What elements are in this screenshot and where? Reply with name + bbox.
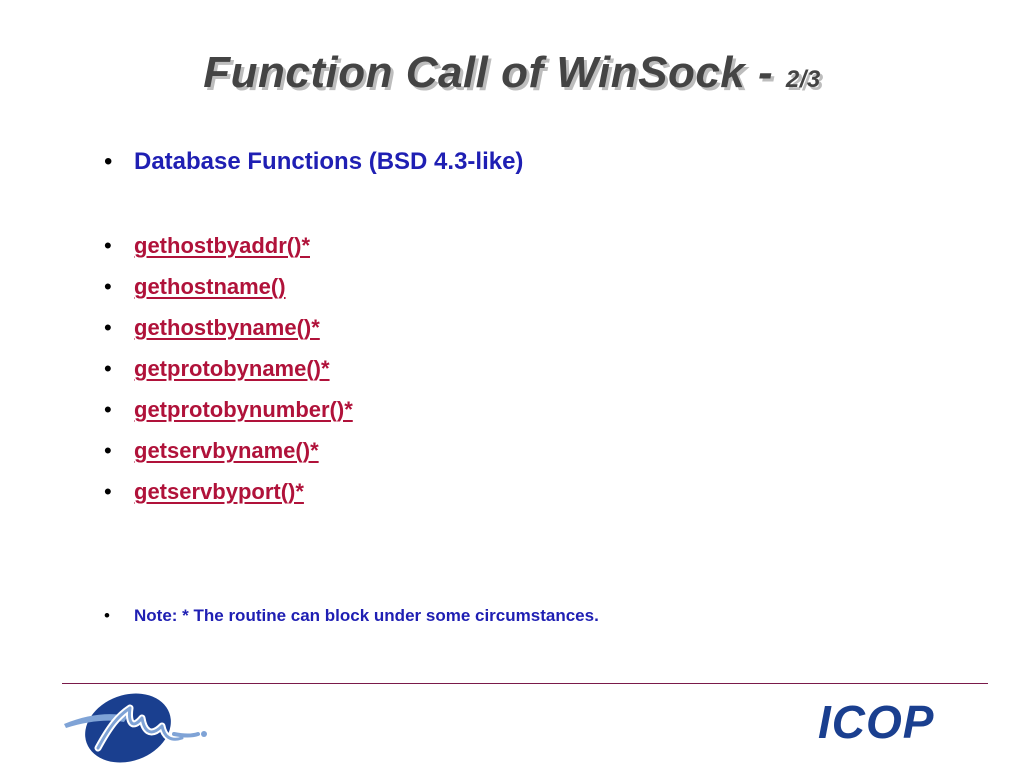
icop-logo: ICOP <box>816 696 988 749</box>
bullet-dot: • <box>104 315 112 340</box>
slide-title-main: Function Call of WinSock - <box>203 48 786 97</box>
heading-text: Database Functions (BSD 4.3-like) <box>134 148 524 175</box>
footer-divider <box>62 683 988 684</box>
slide-title-page: 2/3 <box>785 66 821 93</box>
function-link[interactable]: getservbyport()* <box>134 479 304 504</box>
icop-logo-text: ICOP <box>818 698 934 744</box>
m-globe-logo-icon <box>64 693 207 763</box>
bullet-dot: • <box>104 479 112 504</box>
note-text: Note: * The routine can block under some… <box>134 606 599 625</box>
icop-logo-icon: ICOP <box>818 696 934 748</box>
bullet-dot: • <box>104 148 113 175</box>
function-link[interactable]: getprotobynumber()* <box>134 397 353 422</box>
bullet-dot: • <box>104 438 112 463</box>
company-logo-left <box>58 686 214 771</box>
bullet-dot: • <box>104 274 112 299</box>
bullet-dot: • <box>104 397 112 422</box>
function-link[interactable]: getprotobyname()* <box>134 356 330 381</box>
bullet-dot: • <box>104 233 112 258</box>
bullet-dot: • <box>104 606 110 625</box>
function-link[interactable]: getservbyname()* <box>134 438 319 463</box>
function-link[interactable]: gethostname() <box>134 274 286 299</box>
slide-title: Function Call of WinSock - 2/3 <box>0 48 1024 98</box>
function-link[interactable]: gethostbyname()* <box>134 315 320 340</box>
function-link[interactable]: gethostbyaddr()* <box>134 233 310 258</box>
bullet-dot: • <box>104 356 112 381</box>
